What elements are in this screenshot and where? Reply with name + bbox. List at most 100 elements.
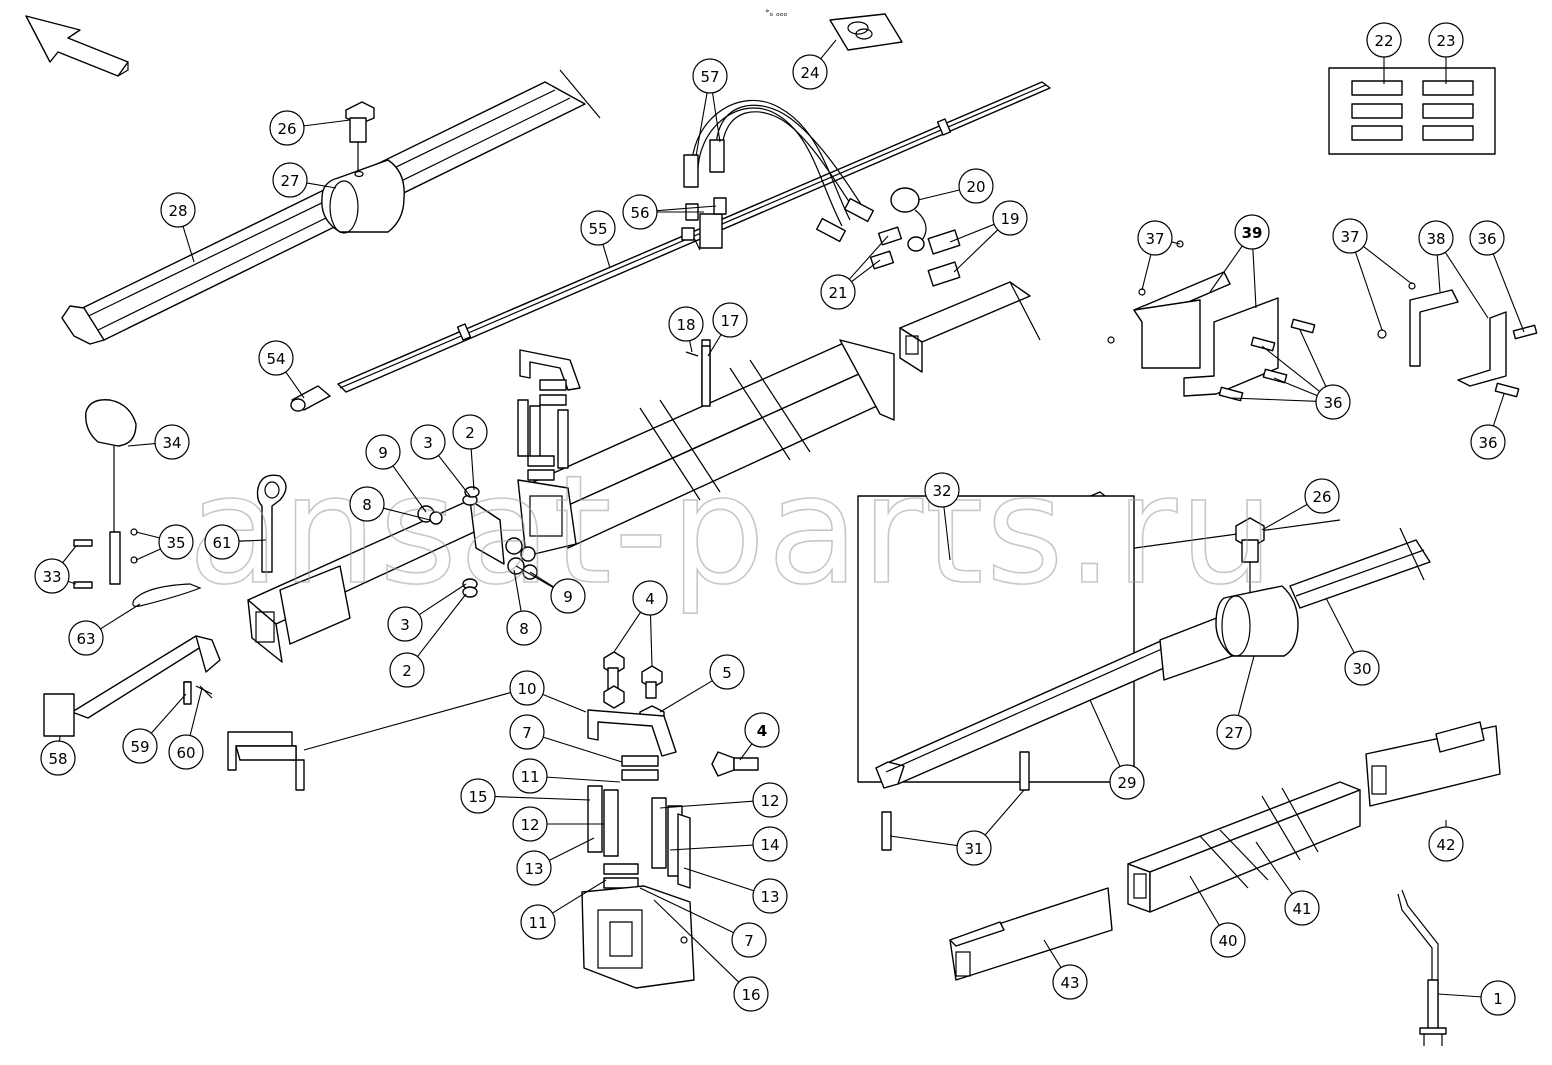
leader-line-c33-0 xyxy=(63,546,76,563)
leader-line-c61-0 xyxy=(239,540,266,541)
callout-circle xyxy=(745,713,779,747)
leader-line-c19-0 xyxy=(950,224,994,242)
callout-circle xyxy=(517,851,551,885)
r-clip xyxy=(133,584,200,606)
leader-line-c27a-0 xyxy=(307,183,336,188)
callout-circle xyxy=(513,759,547,793)
callout-c11b: 11 xyxy=(521,905,555,939)
callout-circle xyxy=(623,195,657,229)
leader-line-c11a-0 xyxy=(547,777,620,782)
callout-number: 12 xyxy=(520,816,539,834)
callout-circle xyxy=(581,211,615,245)
callout-c19: 19 xyxy=(993,201,1027,235)
callout-c16: 16 xyxy=(734,977,768,1011)
callout-circle xyxy=(793,55,827,89)
callout-c26a: 26 xyxy=(270,111,304,145)
callout-c55: 55 xyxy=(581,211,615,245)
tongue-58 xyxy=(44,636,220,736)
callout-number: 11 xyxy=(528,914,547,932)
callout-circle xyxy=(388,607,422,641)
leader-line-c30-0 xyxy=(1326,598,1354,653)
callout-circle xyxy=(1470,221,1504,255)
leader-line-c36a-0 xyxy=(1493,254,1524,332)
leader-line-c37a-0 xyxy=(1142,254,1151,290)
leader-line-c1-0 xyxy=(1438,994,1481,997)
callout-circle xyxy=(1481,981,1515,1015)
callout-c36b: 36 xyxy=(1316,385,1350,419)
left-arm xyxy=(248,487,537,662)
callout-number: 14 xyxy=(760,836,779,854)
callout-c5: 5 xyxy=(710,655,744,689)
leader-line-c8b-0 xyxy=(514,570,521,611)
spacer-tube xyxy=(291,386,330,411)
callout-number: 8 xyxy=(362,496,372,514)
leader-line-c36b-2 xyxy=(1274,378,1317,396)
leader-line-c36c-0 xyxy=(1493,394,1504,426)
callout-number: 27 xyxy=(1224,724,1243,742)
callout-c21: 21 xyxy=(821,275,855,309)
callout-number: 35 xyxy=(166,534,185,552)
callout-circle xyxy=(510,715,544,749)
callout-c23: 23 xyxy=(1429,23,1463,57)
leader-line-c16-0 xyxy=(654,900,739,982)
callout-number: 56 xyxy=(630,204,649,222)
leader-line-c31-1 xyxy=(985,790,1024,835)
lower-clamp xyxy=(582,710,694,988)
leader-line-c14-0 xyxy=(670,845,753,850)
pins-59-60 xyxy=(184,682,212,704)
callout-c2a: 2 xyxy=(453,415,487,449)
leader-line-c8a-0 xyxy=(383,508,430,520)
callout-circle xyxy=(41,741,75,775)
callout-c39: 39 xyxy=(1235,215,1269,249)
callout-c3b: 3 xyxy=(388,607,422,641)
callout-c42: 42 xyxy=(1429,827,1463,861)
callout-number: 19 xyxy=(1000,210,1019,228)
callout-number: 22 xyxy=(1374,32,1393,50)
main-tube xyxy=(520,340,894,548)
callout-c1: 1 xyxy=(1481,981,1515,1015)
leader-line-c21-1 xyxy=(852,260,880,282)
callout-number: 33 xyxy=(42,568,61,586)
callout-circle xyxy=(1316,385,1350,419)
callout-number: 13 xyxy=(760,888,779,906)
callout-c30: 30 xyxy=(1345,651,1379,685)
leader-line-c37b-0 xyxy=(1355,252,1382,330)
leader-line-c4a-0 xyxy=(614,612,641,652)
callout-circle xyxy=(259,341,293,375)
lower-hex-shaft xyxy=(858,492,1430,788)
callout-circle xyxy=(169,735,203,769)
leader-line-c36b-1 xyxy=(1262,346,1320,391)
leader-line-c18-0 xyxy=(690,341,692,352)
callout-number: 38 xyxy=(1426,230,1445,248)
callout-number: 57 xyxy=(700,68,719,86)
pin-17 xyxy=(686,346,710,406)
callout-circle xyxy=(161,193,195,227)
callout-circle xyxy=(366,435,400,469)
callout-number: 17 xyxy=(720,312,739,330)
callout-number: 4 xyxy=(645,590,655,608)
callout-c26b: 26 xyxy=(1305,479,1339,513)
leader-line-c3b-0 xyxy=(419,584,466,615)
callout-circle xyxy=(1333,219,1367,253)
callout-number: 36 xyxy=(1478,434,1497,452)
leader-line-c4a-1 xyxy=(650,615,652,666)
callout-circle xyxy=(1367,23,1401,57)
callout-c3a: 3 xyxy=(411,425,445,459)
stub-tube xyxy=(900,282,1040,372)
callout-number: 37 xyxy=(1145,230,1164,248)
leader-line-c28-0 xyxy=(183,226,194,262)
callout-c9a: 9 xyxy=(366,435,400,469)
callout-c10: 10 xyxy=(510,671,544,705)
callout-number: 7 xyxy=(522,724,532,742)
callout-circle xyxy=(821,275,855,309)
leader-line-c7a-0 xyxy=(543,737,622,762)
callout-circle xyxy=(123,729,157,763)
callout-circle xyxy=(1429,23,1463,57)
leader-line-c12b-0 xyxy=(660,801,753,808)
callout-circle xyxy=(551,579,585,613)
callout-number: 10 xyxy=(517,680,536,698)
callout-circle xyxy=(669,307,703,341)
leader-line-c17-0 xyxy=(708,335,721,356)
callout-number: 42 xyxy=(1436,836,1455,854)
callout-circle xyxy=(957,831,991,865)
